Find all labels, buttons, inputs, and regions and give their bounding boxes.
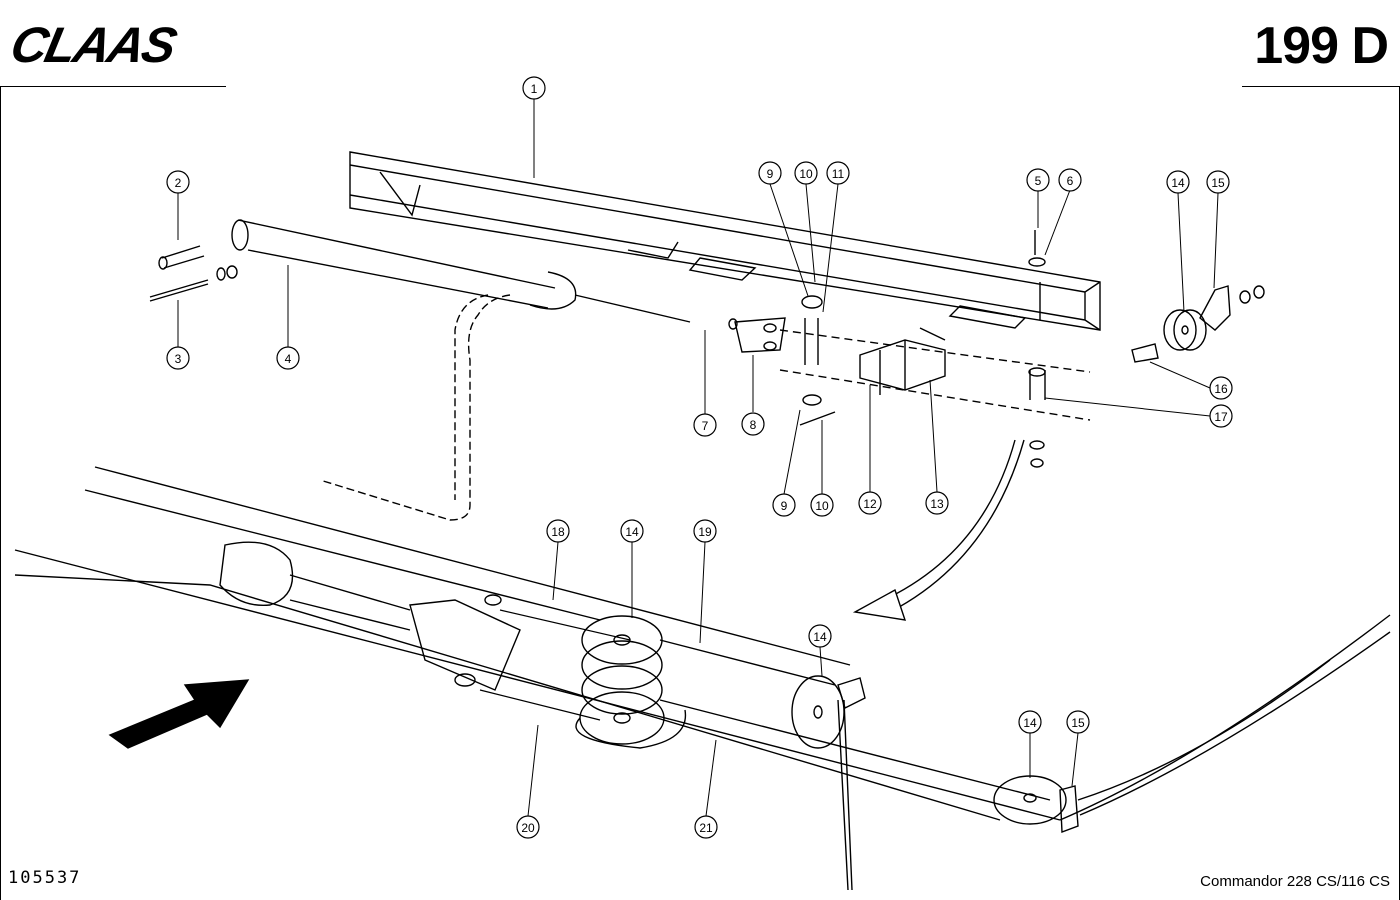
callout-15: 15 — [1206, 170, 1230, 194]
callout-5: 5 — [1026, 168, 1050, 192]
callout-label: 5 — [1035, 174, 1042, 188]
callout-16: 16 — [1209, 376, 1233, 400]
frame-left-border — [0, 86, 1, 900]
pin-and-bolt — [149, 245, 238, 302]
callout-label: 20 — [521, 821, 535, 835]
bracket-assembly — [728, 230, 1046, 426]
callout-13: 13 — [925, 491, 949, 515]
machine-model: Commandor 228 CS/116 CS — [1200, 873, 1390, 890]
callout-20: 20 — [516, 815, 540, 839]
callout-label: 6 — [1067, 174, 1074, 188]
frame-rail — [349, 151, 1101, 421]
callout-label: 21 — [699, 821, 713, 835]
document-number: 105537 — [8, 868, 82, 888]
callout-7: 7 — [693, 413, 717, 437]
callout-label: 7 — [702, 419, 709, 433]
leader-lines — [177, 98, 1219, 817]
callout-9: 9 — [772, 493, 796, 517]
callout-label: 14 — [813, 630, 827, 644]
callout-label: 18 — [551, 525, 565, 539]
callout-label: 15 — [1071, 716, 1085, 730]
callout-label: 13 — [930, 497, 944, 511]
callout-label: 2 — [175, 176, 182, 190]
callout-17: 17 — [1209, 404, 1233, 428]
page-number: 199 D — [1254, 17, 1389, 75]
callout-label: 10 — [799, 167, 813, 181]
callout-14: 14 — [1166, 170, 1190, 194]
callout-1: 1 — [522, 76, 546, 100]
callout-11: 11 — [826, 161, 850, 185]
callout-label: 15 — [1211, 176, 1225, 190]
callout-10: 10 — [794, 161, 818, 185]
callout-label: 12 — [863, 497, 877, 511]
callout-10: 10 — [810, 493, 834, 517]
callout-3: 3 — [166, 346, 190, 370]
callout-label: 3 — [175, 352, 182, 366]
pulley-detail — [1029, 285, 1265, 468]
callout-label: 16 — [1214, 382, 1228, 396]
callout-label: 14 — [1023, 716, 1037, 730]
callout-label: 17 — [1214, 410, 1228, 424]
callout-12: 12 — [858, 491, 882, 515]
callout-15: 15 — [1066, 710, 1090, 734]
callout-14: 14 — [1018, 710, 1042, 734]
callout-label: 1 — [531, 82, 538, 96]
callout-label: 9 — [767, 167, 774, 181]
callout-19: 19 — [693, 519, 717, 543]
view-direction-arrow — [108, 679, 250, 749]
cylinder-tube — [231, 219, 691, 521]
header-rule-left — [0, 86, 226, 87]
callout-21: 21 — [694, 815, 718, 839]
callout-8: 8 — [741, 412, 765, 436]
callout-label: 9 — [781, 499, 788, 513]
callout-label: 8 — [750, 418, 757, 432]
callout-18: 18 — [546, 519, 570, 543]
callout-14: 14 — [620, 519, 644, 543]
callout-label: 4 — [285, 352, 292, 366]
callout-label: 10 — [815, 499, 829, 513]
claas-logo: CLAAS — [6, 17, 182, 72]
callout-6: 6 — [1058, 168, 1082, 192]
callout-2: 2 — [166, 170, 190, 194]
callout-9: 9 — [758, 161, 782, 185]
detail-indicator-arrow — [852, 439, 1025, 621]
callout-label: 14 — [625, 525, 639, 539]
callout-4: 4 — [276, 346, 300, 370]
callout-label: 11 — [832, 167, 845, 181]
callout-14: 14 — [808, 624, 832, 648]
header-rule-right — [1242, 86, 1400, 87]
callout-label: 14 — [1171, 176, 1185, 190]
brand-logo-text: CLAAS — [6, 17, 182, 72]
callout-label: 19 — [698, 525, 712, 539]
lower-detail-view — [14, 466, 1391, 891]
